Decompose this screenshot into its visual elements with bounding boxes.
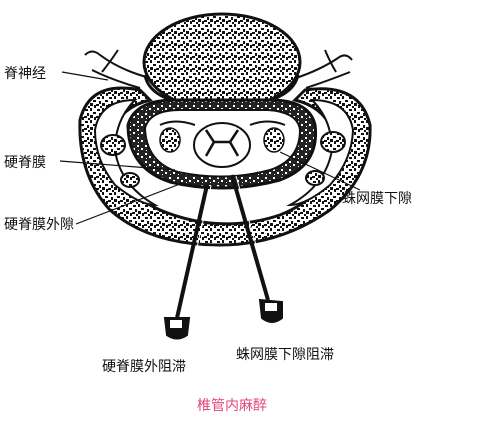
vertebral-arch	[78, 86, 372, 247]
label-spinal-nerve: 脊神经	[4, 66, 46, 82]
figure-caption: 椎管内麻醉	[197, 398, 267, 414]
label-epidural-space: 硬脊膜外隙	[4, 217, 74, 233]
label-dura-mater: 硬脊膜	[4, 155, 46, 171]
vertebral-body	[142, 12, 302, 112]
spinal-nerve-roots	[84, 49, 353, 89]
epidural-needle	[163, 184, 212, 340]
label-subarachnoid-space: 蛛网膜下隙	[342, 191, 412, 207]
leader-lines	[59, 71, 361, 225]
label-subarachnoid-block: 蛛网膜下隙阻滞	[236, 347, 334, 363]
subarachnoid-needle	[230, 174, 283, 323]
label-epidural-block: 硬脊膜外阻滞	[102, 359, 186, 375]
spinal-cord	[159, 120, 286, 168]
